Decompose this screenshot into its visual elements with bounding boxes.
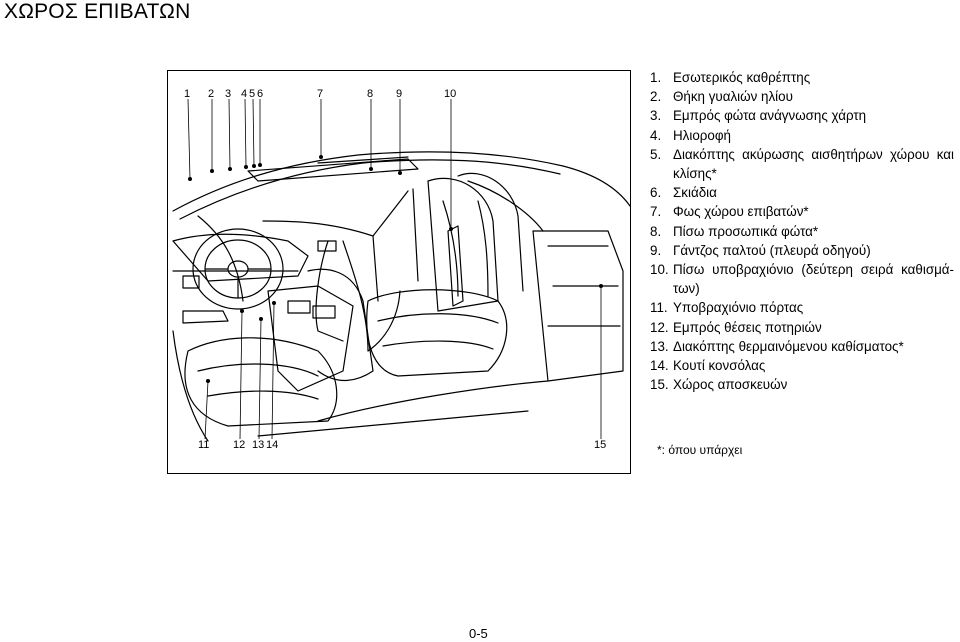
legend-item: 3.Εμπρός φώτα ανάγνωσης χάρτη — [650, 108, 867, 124]
callout-15: 15 — [594, 439, 607, 451]
legend-item: 13.Διακόπτης θερμαινόμενου καθίσματος* — [650, 338, 904, 354]
legend-item: 6.Σκιάδια — [650, 185, 717, 201]
callout-9: 9 — [396, 88, 403, 100]
legend-item: 9.Γάντζος παλτού (πλευρά οδηγού) — [650, 242, 871, 258]
callout-2: 2 — [208, 88, 215, 100]
callout-1: 1 — [184, 88, 191, 100]
callout-7: 7 — [317, 88, 324, 100]
footnote: *: όπου υπάρχει — [657, 443, 743, 457]
legend-item: 7.Φως χώρου επιβατών* — [650, 204, 809, 220]
legend-item: 12.Εμπρός θέσεις ποτηριών — [650, 319, 822, 335]
callout-14: 14 — [266, 439, 279, 451]
legend-item: 1.Εσωτερικός καθρέπτης — [650, 70, 811, 85]
legend-item: 15.Χώρος αποσκευών — [650, 377, 788, 393]
legend-item: 8.Πίσω προσωπικά φώτα* — [650, 223, 819, 239]
legend-item: 14.Κουτί κονσόλας — [650, 358, 766, 374]
legend-item: 2.Θήκη γυαλιών ηλίου — [650, 89, 793, 105]
car-interior-drawing — [172, 98, 631, 442]
callout-11: 11 — [198, 439, 210, 451]
interior-illustration: 1 2 3 4 5 6 7 8 9 10 11 12 13 14 15 — [167, 70, 631, 474]
callout-3: 3 — [225, 88, 232, 100]
legend-item: 10.Πίσω υποβραχιόνιο (δεύτερη σειρά καθι… — [650, 262, 954, 297]
page-title: ΧΩΡΟΣ ΕΠΙΒΑΤΩΝ — [4, 0, 191, 23]
legend-item: 11.Υποβραχιόνιο πόρτας — [650, 300, 804, 316]
legend-list: 1.Εσωτερικός καθρέπτης 2.Θήκη γυαλιών ηλ… — [650, 68, 954, 394]
legend-item: 4.Ηλιοροφή — [650, 127, 731, 143]
legend-item: 5.Διακόπτης ακύρωσης αισθητήρων χώρου κα… — [650, 146, 954, 182]
callout-13: 13 — [252, 439, 265, 451]
callout-5: 5 — [249, 88, 256, 100]
callout-8: 8 — [367, 88, 374, 100]
callout-4: 4 — [241, 88, 248, 100]
page-number: 0-5 — [469, 626, 488, 641]
callout-10: 10 — [444, 88, 457, 100]
callout-12: 12 — [233, 439, 246, 451]
callout-6: 6 — [257, 88, 264, 100]
